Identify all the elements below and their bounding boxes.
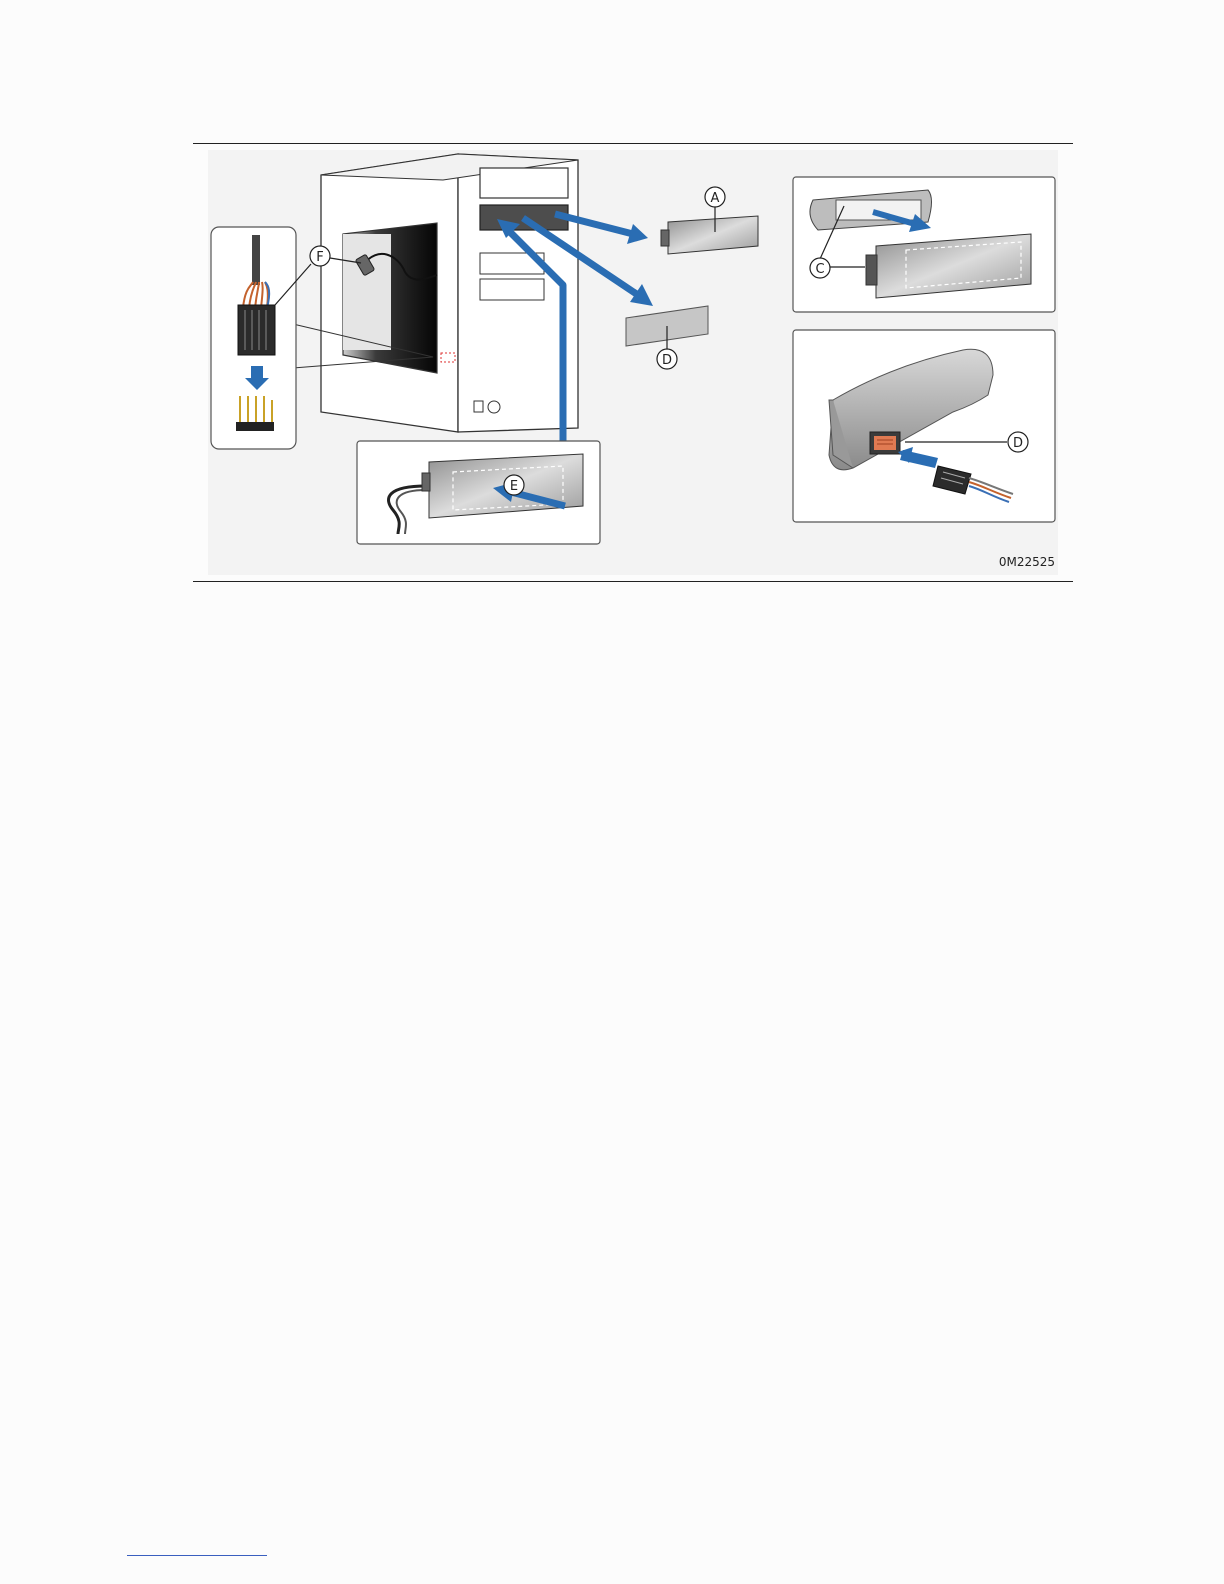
cable-routing-inset <box>357 441 600 544</box>
callout-a: A <box>711 191 720 206</box>
callout-f: F <box>316 250 323 265</box>
drive-bay-4 <box>480 279 544 300</box>
callout-e: E <box>510 479 518 494</box>
drive-bay-1 <box>480 168 568 198</box>
usb-module-inset <box>793 330 1055 522</box>
callout-c: C <box>815 262 824 277</box>
connector-inset <box>211 227 296 449</box>
front-panel-assembly-diagram: F A D E <box>193 150 1073 578</box>
bezel-insert-inset <box>793 177 1055 312</box>
bottom-divider <box>193 581 1073 582</box>
power-button-icon <box>488 401 500 413</box>
footnote-divider <box>127 1555 267 1556</box>
callout-d-inset: D <box>1013 436 1023 451</box>
pc-tower <box>293 154 578 432</box>
figure-code: 0M22525 <box>999 555 1055 569</box>
connector-housing <box>238 305 275 355</box>
callout-d-top: D <box>662 353 672 368</box>
top-divider <box>193 143 1073 144</box>
reset-button-icon <box>474 401 483 412</box>
